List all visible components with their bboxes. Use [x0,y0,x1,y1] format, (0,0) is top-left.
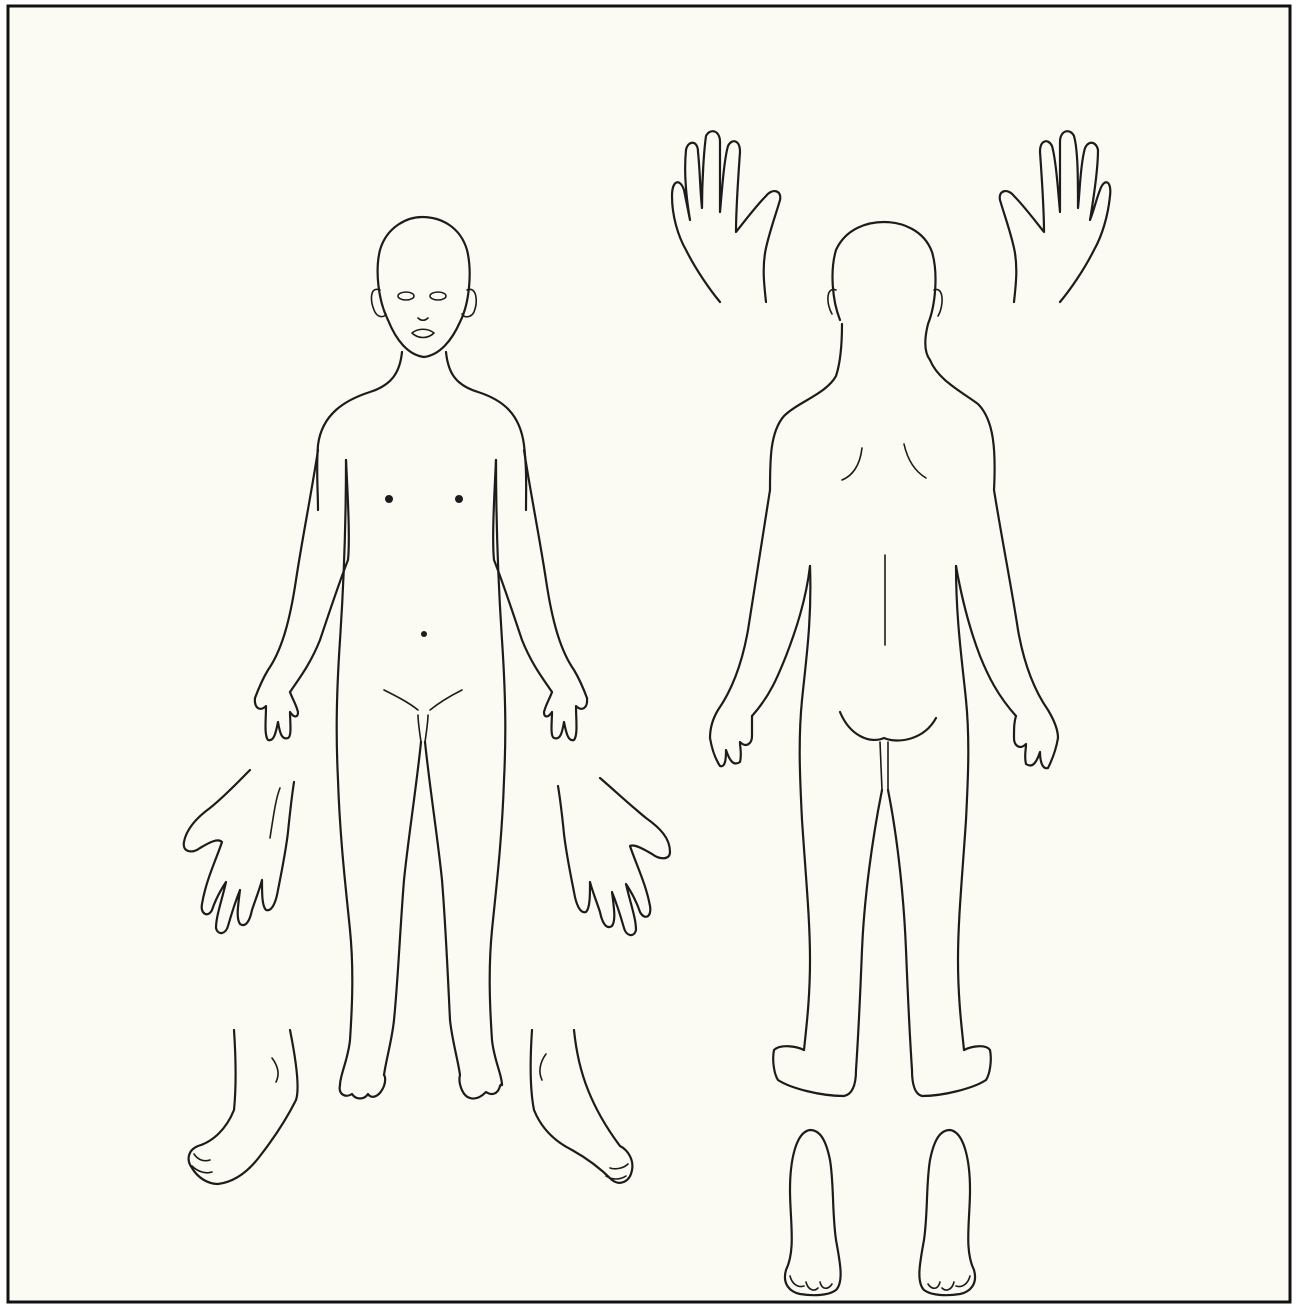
front-right-nipple [455,495,463,503]
front-navel [421,631,427,637]
paper-background [8,6,1290,1302]
front-left-nipple [385,495,393,503]
